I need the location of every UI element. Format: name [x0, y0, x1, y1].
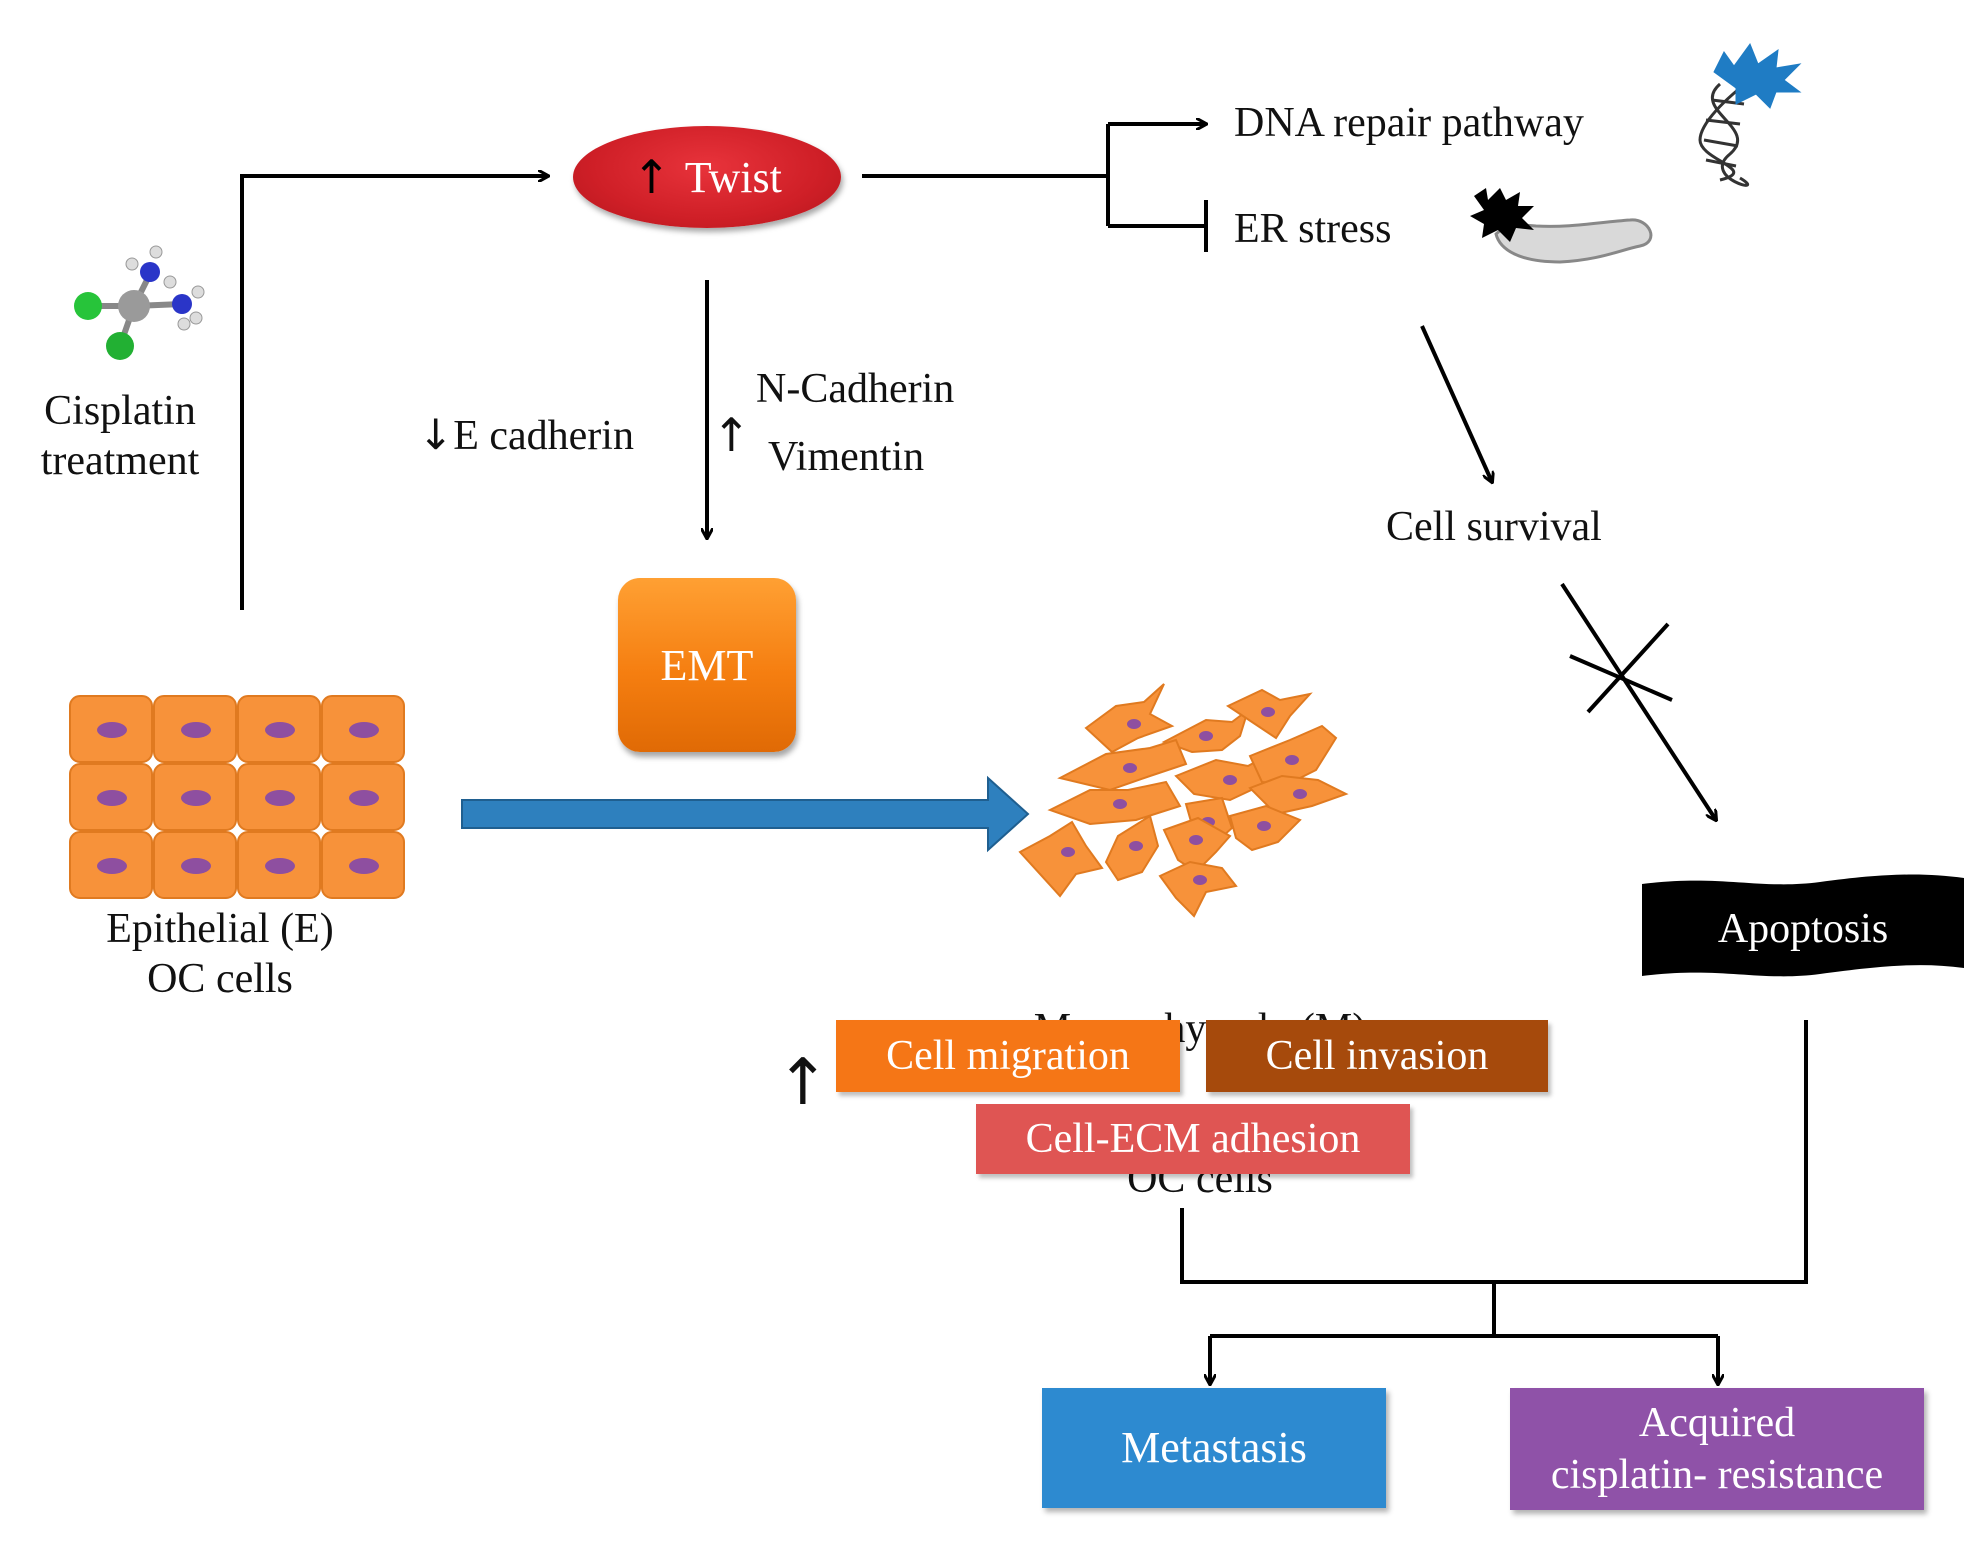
epithelial-cells-icon [69, 695, 405, 899]
twist-up-arrow: ↑ [632, 150, 671, 204]
e-cadherin-text: E cadherin [453, 413, 634, 459]
er-stress-label: ER stress [1234, 206, 1392, 252]
to-apoptosis-arrow [1560, 582, 1716, 820]
emt-flow-arrow [461, 775, 1030, 853]
cell-nucleus [97, 858, 127, 874]
metastasis-box: Metastasis [1042, 1388, 1386, 1508]
apoptosis-banner-shape [1642, 874, 1964, 977]
cell-nucleus [265, 858, 295, 874]
e-cadherin-label: ↓E cadherin [418, 410, 634, 461]
cell-nucleus [181, 790, 211, 806]
epithelial-line1: Epithelial (E) [106, 906, 334, 952]
dna-damage-icon [1698, 42, 1802, 187]
cisplatin-line2: treatment [40, 438, 200, 484]
to-cell-survival-arrow [1420, 325, 1492, 482]
down-arrow: ↓ [418, 410, 454, 459]
cell-nucleus [181, 722, 211, 738]
cisplatin-label: Cisplatin treatment [20, 386, 220, 486]
dna-repair-label: DNA repair pathway [1234, 100, 1584, 146]
acquired-line1: Acquired [1638, 1400, 1796, 1446]
block-cross-1 [1586, 622, 1670, 714]
epithelial-label: Epithelial (E) OC cells [70, 904, 370, 1004]
twist-label: Twist [684, 152, 782, 202]
cell-nucleus [181, 858, 211, 874]
cell-survival-label: Cell survival [1386, 504, 1602, 550]
epithelial-line2: OC cells [147, 956, 293, 1002]
cell-invasion-box: Cell invasion [1206, 1020, 1548, 1092]
vimentin-label: Vimentin [768, 434, 925, 480]
cell-ecm-box: Cell-ECM adhesion [976, 1104, 1410, 1174]
cisplatin-line1: Cisplatin [44, 388, 196, 434]
cell-nucleus [97, 722, 127, 738]
up-arrow-n-cadherin: ↑ [712, 408, 751, 462]
cell-migration-box: Cell migration [836, 1020, 1180, 1092]
acquired-line2: cisplatin- resistance [1550, 1452, 1884, 1498]
cell-nucleus [265, 790, 295, 806]
cell-nucleus [349, 722, 379, 738]
cell-nucleus [349, 858, 379, 874]
twist-node: ↑ Twist [573, 126, 841, 228]
cell-nucleus [349, 790, 379, 806]
up-arrow-functions: ↑ [776, 1046, 830, 1120]
block-cross-2 [1569, 654, 1673, 702]
cell-nucleus [97, 790, 127, 806]
n-cadherin-label: N-Cadherin [756, 366, 955, 412]
mesenchymal-cells-icon [1018, 683, 1349, 918]
acquired-resistance-box: Acquired cisplatin- resistance [1510, 1388, 1924, 1510]
cisplatin-molecule-icon [74, 245, 205, 360]
cell-nucleus [265, 722, 295, 738]
er-stress-icon [1470, 188, 1653, 264]
emt-node: EMT [618, 578, 796, 752]
cisplatin-to-twist-arrow [240, 176, 548, 610]
apoptosis-label: Apoptosis [1717, 906, 1889, 952]
